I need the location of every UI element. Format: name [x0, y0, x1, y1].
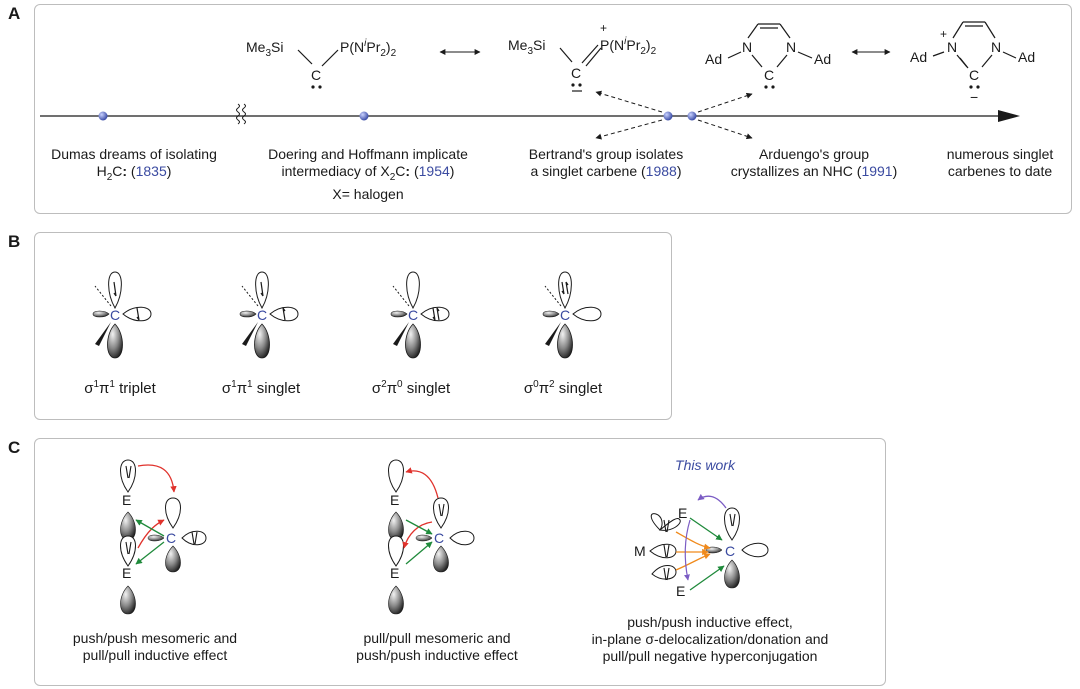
panel-label-a: A — [8, 4, 21, 23]
panel-label-b: B — [8, 232, 21, 251]
panel-a-timeline — [34, 4, 1072, 214]
state-label-2: σ1π1 singlet — [221, 379, 301, 397]
event-label-1988: Bertrand's group isolates a singlet carb… — [528, 146, 684, 179]
case-2-label: pull/pull mesomeric and push/push induct… — [356, 630, 518, 663]
panel-label-c: C — [8, 438, 21, 457]
event-label-1954: Doering and Hoffmann implicate intermedi… — [268, 146, 468, 202]
case-3-label: push/push inductive effect, in-plane σ-d… — [591, 614, 829, 664]
state-label-3: σ2π0 singlet — [371, 379, 451, 397]
event-label-to-date: numerous singlet carbenes to date — [946, 146, 1054, 179]
state-label-4: σ0π2 singlet — [523, 379, 603, 397]
event-label-1991: Arduengo's group crystallizes an NHC (19… — [730, 146, 898, 179]
case-1-label: push/push mesomeric and pull/pull induct… — [72, 630, 238, 663]
event-label-1835: Dumas dreams of isolating H2C: (1835) — [51, 146, 217, 183]
state-label-1: σ1π1 triplet — [84, 379, 156, 397]
this-work-label: This work — [675, 457, 735, 473]
